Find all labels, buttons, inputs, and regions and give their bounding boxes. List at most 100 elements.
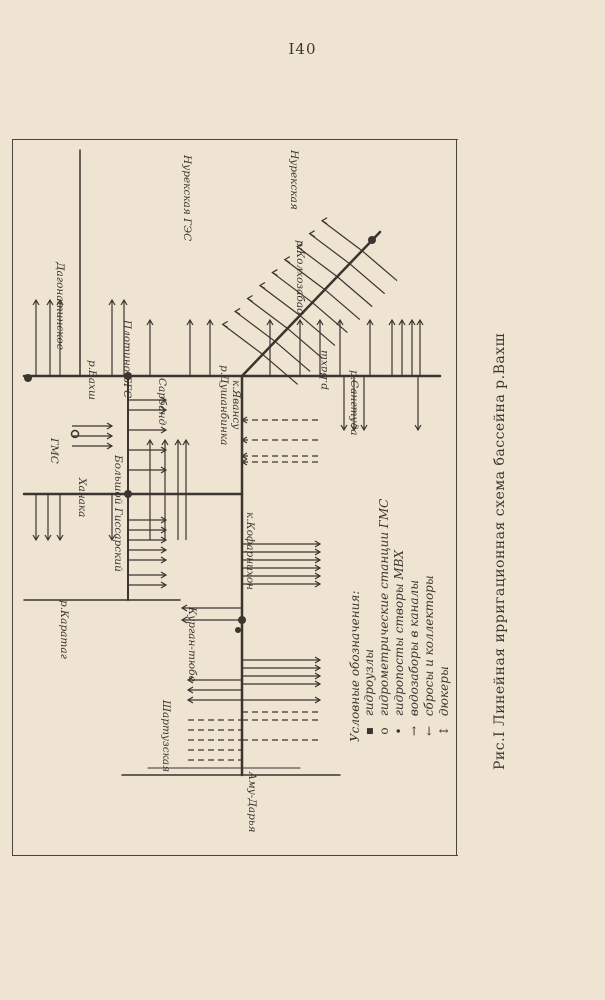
label-kurgan: Курган-тюбе xyxy=(186,607,198,682)
station-shartuz xyxy=(235,627,241,633)
intake-arrow xyxy=(259,285,301,316)
arrow-head xyxy=(414,424,422,432)
label-karatag: р.Каратаг xyxy=(58,600,70,659)
arrow-head xyxy=(350,424,358,432)
legend-label: сбросы и коллекторы xyxy=(422,575,436,717)
label-dagana: Дагонатинское xyxy=(54,262,66,350)
arrow-head xyxy=(186,318,194,326)
label-shartuz: Шартузская xyxy=(160,700,172,773)
frame-right-line xyxy=(456,139,457,856)
arrow-head xyxy=(106,422,114,430)
arrow-head xyxy=(108,298,116,306)
label-nurek: Нурекская ГЭС xyxy=(181,155,193,242)
arrow-head xyxy=(160,546,168,554)
intake-arrow xyxy=(284,259,326,291)
arrow-head xyxy=(46,298,54,306)
discharge-arrow xyxy=(349,263,386,295)
arrow-head xyxy=(108,534,116,542)
label-amu: Аму-Дарья xyxy=(246,772,258,833)
dyuker-icon: ↕ xyxy=(437,725,451,737)
arrow-head xyxy=(314,696,322,704)
arrow-head xyxy=(146,318,154,326)
arrow-head xyxy=(32,534,40,542)
arrow-head xyxy=(398,318,406,326)
arrow-head xyxy=(44,534,52,542)
arrow-head xyxy=(160,556,168,564)
arrow-head xyxy=(160,536,168,544)
arrow-head xyxy=(174,438,182,446)
gms-icon: o xyxy=(377,727,391,735)
label-sarband: Сарбанд xyxy=(156,378,168,426)
arrow-head xyxy=(160,516,168,524)
label-khanaka: Ханака xyxy=(76,478,88,518)
label-kofarnihon: к.Кофарнихон xyxy=(244,512,256,591)
post-icon: • xyxy=(392,727,406,735)
arrow-head xyxy=(360,424,368,432)
arrow-head xyxy=(180,616,188,624)
discharge-arrow-icon: ← xyxy=(422,725,436,737)
arrow-head xyxy=(56,534,64,542)
arrow-head xyxy=(160,571,168,579)
arrow-head xyxy=(314,672,322,680)
arrow-head xyxy=(186,676,194,684)
arrow-head xyxy=(146,438,154,446)
legend-title: Условные обозначения: xyxy=(348,590,362,742)
legend-item-gms: o гидрометрические станции ГМС xyxy=(377,499,391,742)
arrow-head xyxy=(314,572,322,580)
label-dushanbinka: р.Душанбинка xyxy=(218,365,230,446)
discharge-arrow xyxy=(311,302,348,334)
intake-arrow xyxy=(321,220,363,252)
arrow-head xyxy=(314,680,322,688)
arrow-head xyxy=(160,581,168,589)
discharge-arrow xyxy=(262,353,299,385)
arrow-head xyxy=(314,580,322,588)
discharge-arrow xyxy=(299,315,336,346)
arrow-head xyxy=(258,282,266,290)
arrow-head xyxy=(186,696,194,704)
discharge-arrow xyxy=(274,340,311,372)
intake-arrow xyxy=(222,323,264,355)
arrow-head xyxy=(240,436,248,444)
discharge-arrow xyxy=(324,289,361,321)
station-gms xyxy=(70,429,80,439)
station-plotina xyxy=(124,372,132,380)
legend-item-hydronode: ▪ гидроузлы xyxy=(362,649,376,742)
arrow-head xyxy=(180,604,188,612)
label-gms: ГМС xyxy=(48,438,60,464)
intake-arrow-icon: → xyxy=(407,725,421,737)
arrow-head xyxy=(32,298,40,306)
label-yavan: к.Явансу xyxy=(230,380,242,430)
arrow-head xyxy=(271,269,278,277)
arrow-head xyxy=(314,548,322,556)
intake-arrow xyxy=(247,298,288,329)
intake-arrow xyxy=(309,233,351,265)
legend-label: дюкеры xyxy=(437,666,451,717)
arrow-head xyxy=(314,564,322,572)
frame-left-line xyxy=(12,139,13,856)
station-nurek xyxy=(368,236,376,244)
arrow-head xyxy=(221,320,229,328)
arrow-head xyxy=(233,307,241,315)
frame-bottom-line xyxy=(12,855,458,856)
arrow-head xyxy=(240,458,248,466)
legend-item-intake: → водозаборы в каналы xyxy=(407,580,421,742)
arrow-head xyxy=(246,294,253,302)
discharge-arrow xyxy=(287,328,323,359)
arrow-head xyxy=(308,230,315,238)
arrow-head xyxy=(160,526,168,534)
page-number: I40 xyxy=(288,40,317,58)
label-vakhsh2: р.Вахш xyxy=(318,350,330,390)
arrow-head xyxy=(106,442,114,450)
arrow-head xyxy=(314,656,322,664)
label-big: Большой Гиссарский xyxy=(112,455,124,572)
arrow-head xyxy=(408,318,416,326)
diagonal-river xyxy=(240,230,382,378)
arrow-head xyxy=(296,243,303,251)
arrow-head xyxy=(160,446,168,454)
arrow-head xyxy=(120,298,128,306)
arrow-head xyxy=(316,318,324,326)
discharge-arrow xyxy=(361,250,398,282)
arrow-head xyxy=(314,664,322,672)
arrow-head xyxy=(182,438,190,446)
